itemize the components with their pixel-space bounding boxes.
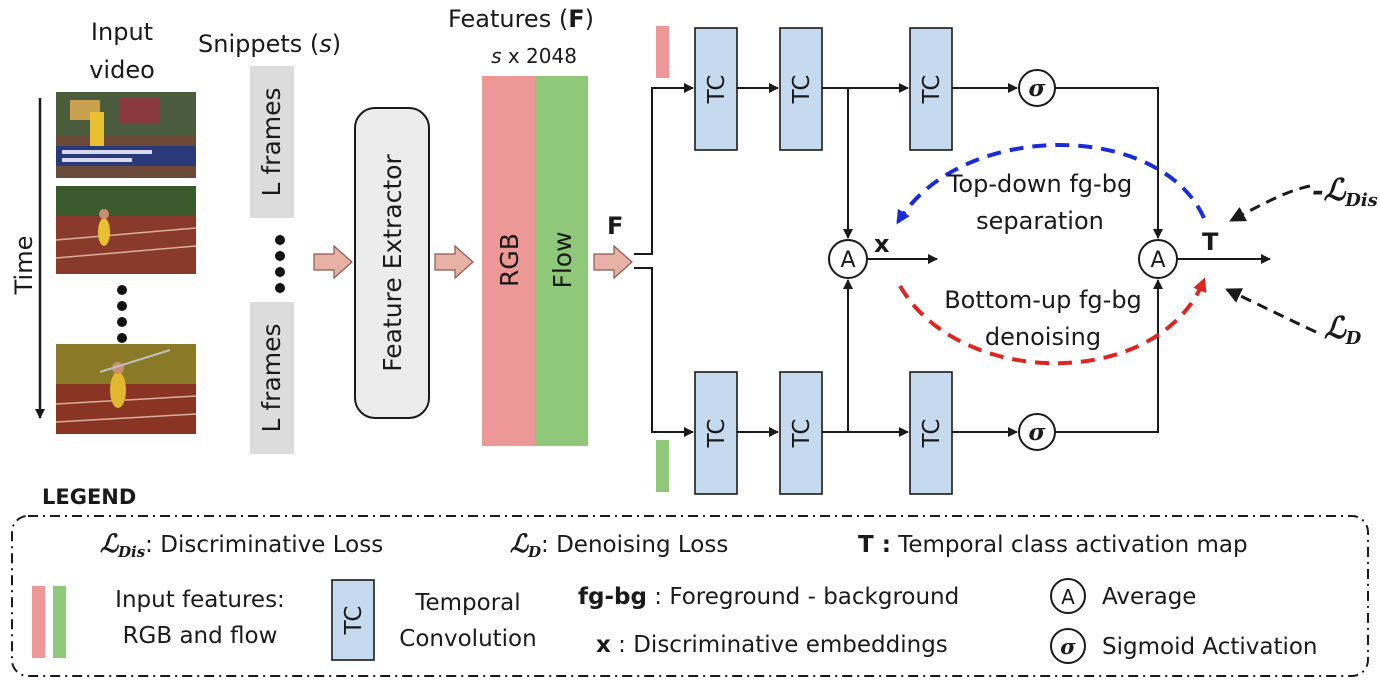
sigmoid-node: σ <box>1018 413 1056 451</box>
snippet-label-top: L frames <box>257 87 286 196</box>
flow-label: Flow <box>548 231 577 288</box>
svg-text:A: A <box>1150 248 1165 273</box>
branch-line-flow <box>634 267 694 437</box>
sigmoid-node: σ <box>1018 69 1056 107</box>
loss-dis-arrow <box>1229 184 1311 222</box>
network-section: F TC TC TC σ TC <box>607 26 1378 495</box>
legend: LEGEND ℒDis: Discriminative Loss ℒD: Den… <box>11 485 1369 677</box>
legend-tc-2: Convolution <box>399 626 536 652</box>
time-label: Time <box>10 236 38 296</box>
legend-average-symbol: A <box>1050 578 1086 614</box>
rgb-label: RGB <box>495 233 524 287</box>
flow-arrows <box>313 244 633 280</box>
video-frame-image <box>56 92 196 178</box>
arrow-snippets-to-extractor <box>313 244 353 280</box>
legend-dis-loss: ℒDis: Discriminative Loss <box>100 529 383 561</box>
bottomup-arc <box>898 277 1207 366</box>
loss-dis-label: -ℒDis <box>1312 173 1378 211</box>
legend-d-loss: ℒD: Denoising Loss <box>510 529 728 561</box>
snippet-block-bottom <box>250 302 294 454</box>
network-input-F: F <box>607 212 623 240</box>
rgb-feature-block <box>482 76 535 446</box>
svg-text:TC: TC <box>919 75 945 105</box>
tc-block: TC <box>779 27 823 151</box>
svg-text:TC: TC <box>704 419 730 449</box>
tc-block: TC <box>909 27 953 151</box>
svg-text:TC: TC <box>341 606 367 636</box>
tcam-T-label: T <box>1202 228 1219 256</box>
svg-text:TC: TC <box>704 75 730 105</box>
snippets-section: Snippets (s) L frames L frames <box>198 30 341 454</box>
svg-text:A: A <box>840 248 855 273</box>
tc-block: TC <box>909 371 953 495</box>
features-section: Features (F) s x 2048 RGB Flow <box>448 5 594 446</box>
loss-d-label: ℒD <box>1324 311 1362 349</box>
svg-text:σ: σ <box>1029 419 1046 446</box>
legend-rgb-swatch <box>32 586 45 658</box>
flow-feature-block <box>535 76 588 446</box>
legend-tc-1: Temporal <box>414 590 520 616</box>
average-node-left: A <box>828 239 868 279</box>
embedding-x-label: x <box>874 230 890 258</box>
input-video-section: Input video Time <box>10 18 197 434</box>
average-node-right: A <box>1138 239 1178 279</box>
features-title: Features (F) <box>448 5 594 33</box>
bottomup-label-1: Bottom-up fg-bg <box>944 286 1142 314</box>
legend-tcam: T : Temporal class activation map <box>858 532 1248 558</box>
branch-line-rgb <box>634 83 694 255</box>
features-dims: s x 2048 <box>491 44 577 68</box>
legend-flow-swatch <box>53 586 66 658</box>
snippet-block-top <box>250 66 294 218</box>
svg-text:TC: TC <box>919 419 945 449</box>
legend-features-2: RGB and flow <box>123 623 278 649</box>
video-frame-image <box>55 344 197 434</box>
tc-block: TC <box>779 371 823 495</box>
legend-fgbg: fg-bg : Foreground - background <box>578 584 959 610</box>
tc-block: TC <box>694 371 738 495</box>
topdown-label-2: separation <box>976 207 1104 235</box>
feature-extractor-label: Feature Extractor <box>378 154 407 372</box>
bottomup-label-2: denoising <box>985 323 1101 351</box>
video-frame-image <box>55 186 197 274</box>
svg-text:TC: TC <box>789 419 815 449</box>
tc-block: TC <box>694 27 738 151</box>
snippet-label-bottom: L frames <box>257 323 286 432</box>
feature-extractor: Feature Extractor <box>354 107 430 419</box>
legend-sigmoid-symbol: σ <box>1050 628 1086 664</box>
legend-heading: LEGEND <box>42 485 136 509</box>
topdown-arc <box>896 143 1206 225</box>
loss-d-arrow <box>1225 288 1317 334</box>
snippet-ellipsis <box>275 235 285 293</box>
rgb-branch-marker <box>656 26 669 78</box>
arrow-features-to-network <box>593 244 633 280</box>
frame-ellipsis <box>117 285 127 343</box>
arrow-extractor-to-features <box>434 244 474 280</box>
svg-text:σ: σ <box>1060 634 1076 659</box>
topdown-label-1: Top-down fg-bg <box>947 170 1132 198</box>
legend-tc-swatch: TC <box>331 579 375 661</box>
input-title-line2: video <box>89 56 155 84</box>
legend-sigmoid: Sigmoid Activation <box>1102 634 1318 660</box>
svg-text:A: A <box>1061 585 1075 609</box>
flow-branch-marker <box>656 440 669 492</box>
input-title-line1: Input <box>91 18 153 46</box>
svg-text:TC: TC <box>789 75 815 105</box>
legend-features-1: Input features: <box>115 587 285 613</box>
legend-frame <box>11 515 1369 677</box>
legend-average: Average <box>1102 584 1196 610</box>
snippets-title: Snippets (s) <box>198 30 341 58</box>
svg-text:σ: σ <box>1029 75 1046 102</box>
legend-x: x : Discriminative embeddings <box>596 632 948 658</box>
